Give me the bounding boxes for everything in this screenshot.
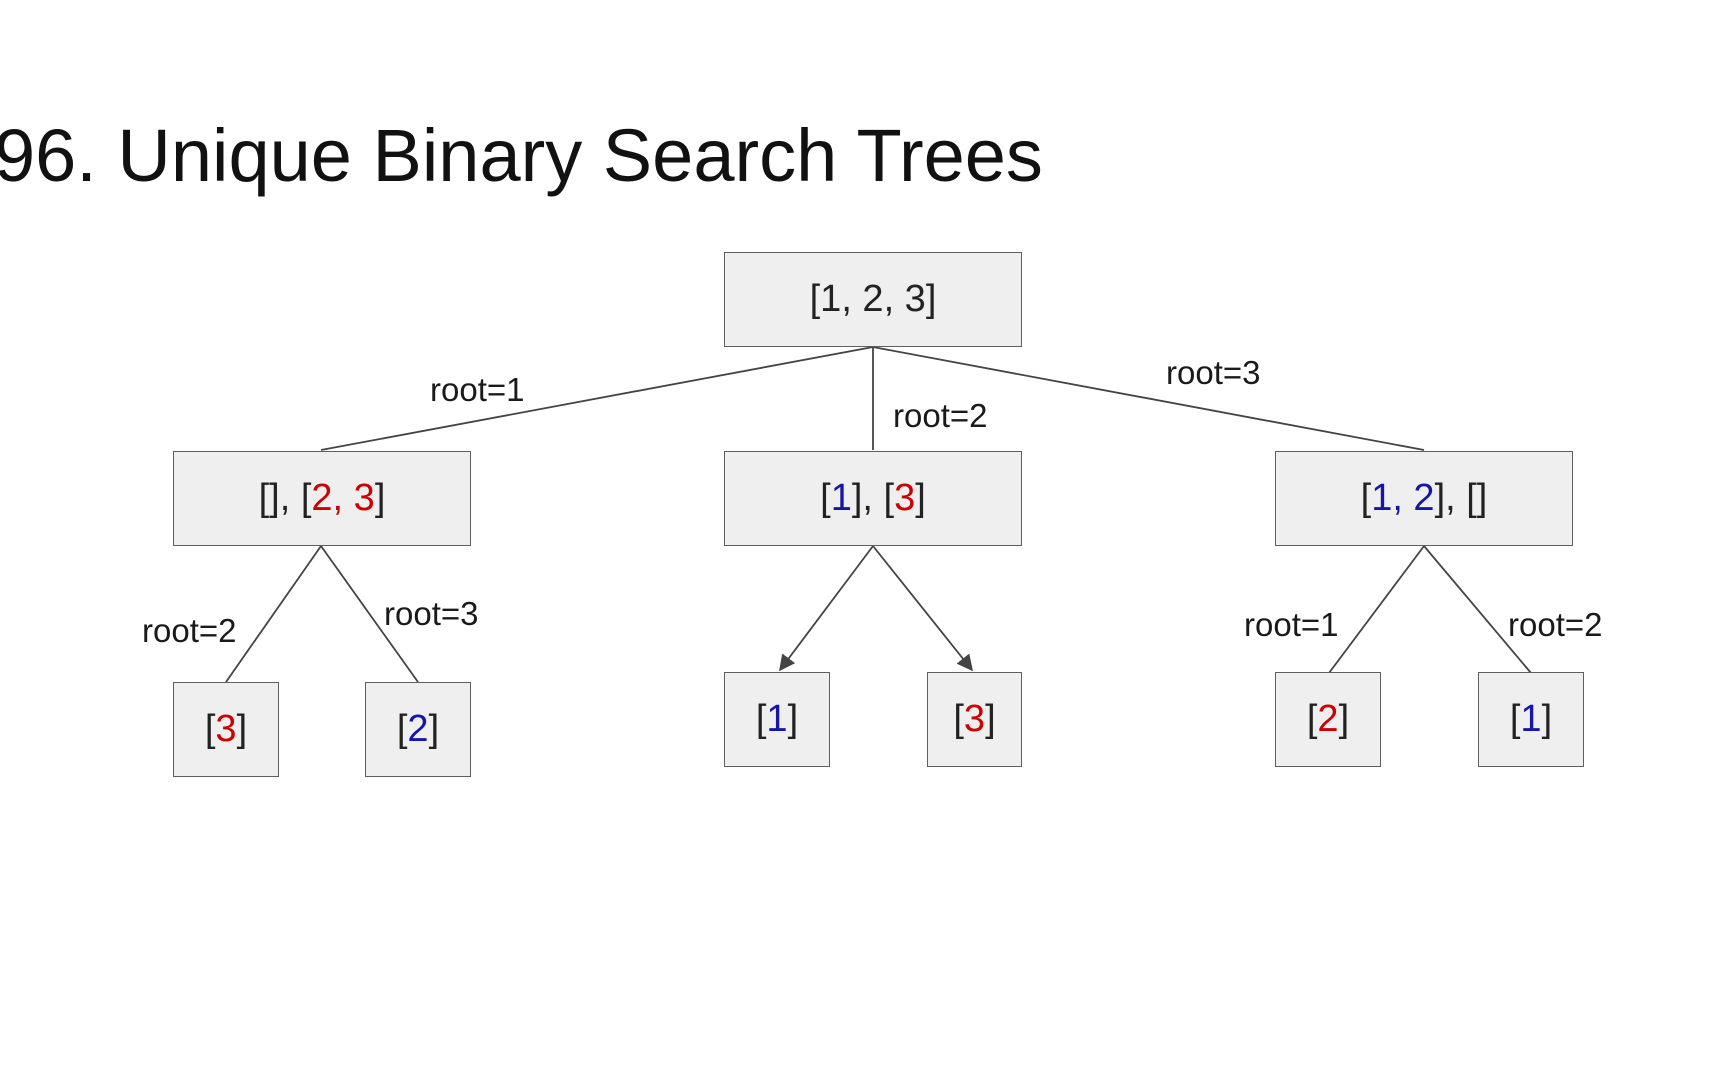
edge-label-right-root-2: root=2	[1508, 606, 1603, 643]
node-mid-a: [1]	[724, 672, 830, 767]
node-right-text: [1, 2], []	[1360, 477, 1488, 519]
edge-right-to-right-a	[1328, 545, 1425, 674]
node-right: [1, 2], []	[1275, 451, 1573, 546]
node-mid-a-text: [1]	[755, 698, 799, 740]
node-left-b-text: [2]	[396, 708, 440, 750]
node-right-b-text: [1]	[1509, 698, 1553, 740]
slide-title: 96. Unique Binary Search Trees	[0, 114, 1043, 197]
node-root: [1, 2, 3]	[724, 252, 1022, 347]
edge-right-to-right-b	[1423, 545, 1532, 674]
edge-label-root-2: root=2	[893, 397, 988, 434]
edge-root-to-left	[320, 346, 874, 451]
node-root-text: [1, 2, 3]	[809, 278, 937, 320]
node-mid: [1], [3]	[724, 451, 1022, 546]
node-mid-b-text: [3]	[953, 698, 996, 740]
node-right-b: [1]	[1478, 672, 1584, 767]
node-left-a-text: [3]	[204, 708, 248, 750]
node-left-a: [3]	[173, 682, 279, 777]
node-left-text: [], [2, 3]	[258, 477, 386, 519]
edge-root-to-right	[872, 346, 1425, 451]
node-right-a-text: [2]	[1306, 698, 1350, 740]
node-mid-text: [1], [3]	[820, 477, 926, 519]
edge-label-right-root-1: root=1	[1244, 606, 1339, 643]
arrow-mid-to-mid-a	[779, 545, 874, 672]
node-right-a: [2]	[1275, 672, 1381, 767]
edge-label-root-3: root=3	[1166, 354, 1261, 391]
node-mid-b: [3]	[927, 672, 1022, 767]
edge-label-left-root-3: root=3	[384, 595, 479, 632]
edge-left-to-left-a	[225, 545, 322, 683]
node-left: [], [2, 3]	[173, 451, 471, 546]
edge-label-root-1: root=1	[430, 371, 525, 408]
edge-left-to-left-b	[320, 545, 419, 683]
arrow-mid-to-mid-b	[872, 545, 974, 672]
node-left-b: [2]	[365, 682, 471, 777]
edge-label-left-root-2: root=2	[142, 612, 237, 649]
